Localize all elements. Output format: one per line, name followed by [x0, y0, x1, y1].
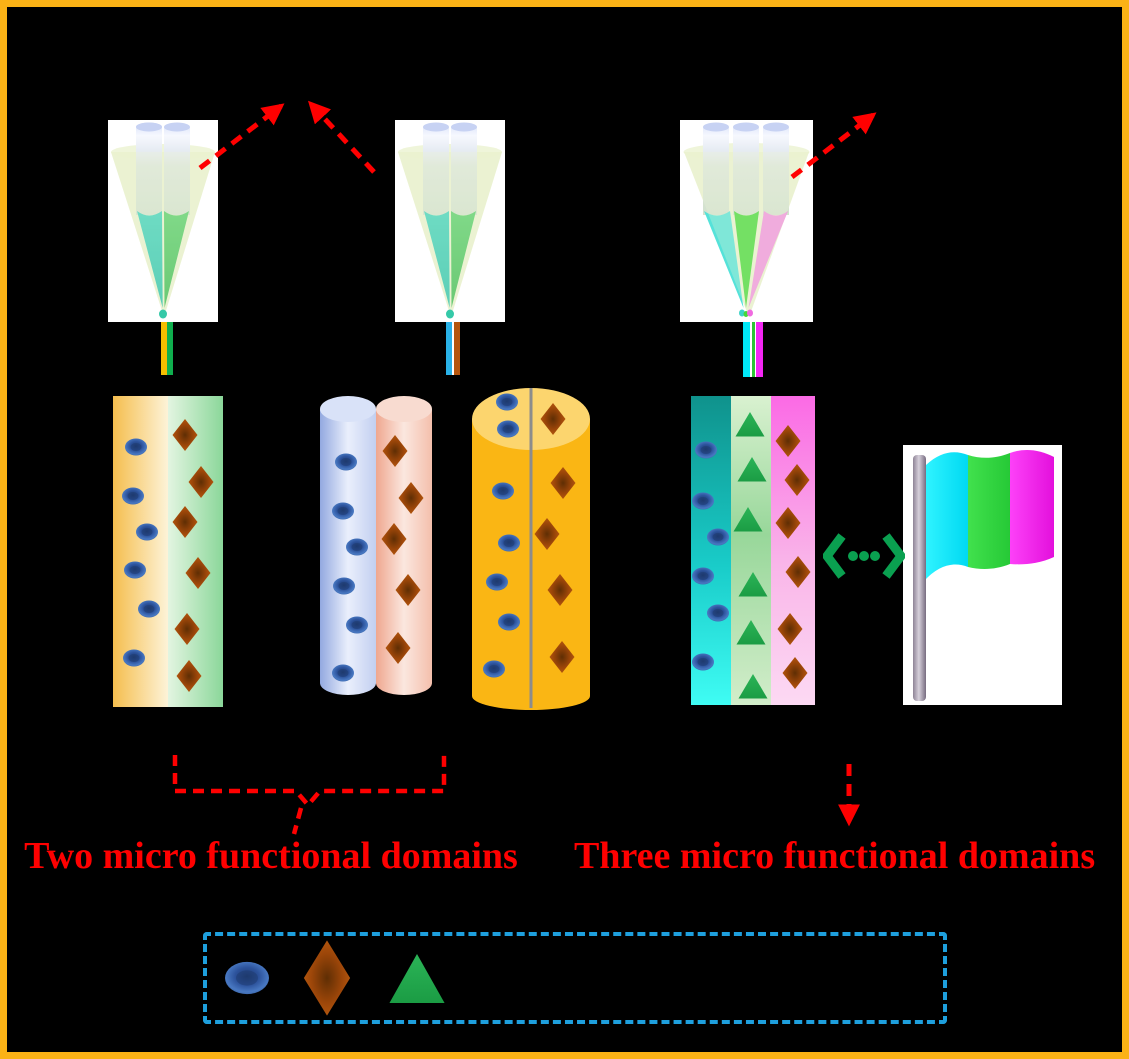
spinneret-panel-3	[680, 120, 813, 322]
tricolor-flag-icon	[913, 449, 1054, 701]
jet3-gap-2	[755, 322, 756, 377]
red-dashed-brace-tail	[291, 807, 304, 835]
jet3-gap-1	[750, 322, 752, 377]
brown-diamond-symbol	[303, 940, 351, 1016]
blue-ellipse-icon	[707, 604, 729, 622]
jet3-green-stripe	[752, 322, 755, 377]
blue-ellipse-icon	[124, 561, 146, 579]
jet1-green-stripe	[167, 322, 173, 375]
green-triangle-symbol	[389, 954, 445, 1003]
triple-channel-spinneret-icon	[683, 122, 810, 317]
fiber3-divider-line	[529, 388, 533, 708]
blue-ellipse-icon	[332, 502, 354, 520]
blue-ellipse-icon	[483, 660, 505, 678]
jet1-gold-stripe	[161, 322, 167, 375]
blue-ellipse-icon	[492, 482, 514, 500]
twin-cylinder-fiber-graphic	[320, 396, 432, 695]
blue-ellipse-icon	[335, 453, 357, 471]
blue-ellipse-icon	[707, 528, 729, 546]
janus-fiber-graphic	[113, 396, 223, 707]
blue-ellipse-icon	[695, 441, 717, 459]
three-stripe-fiber-graphic	[691, 396, 815, 705]
jet-stripe-2	[446, 322, 460, 375]
blue-ellipse-icon	[692, 567, 714, 585]
blue-ellipse-icon	[346, 538, 368, 556]
jet2-blue-stripe	[446, 322, 452, 375]
jet2-brown-stripe	[454, 322, 460, 375]
jet-stripe-3	[743, 322, 763, 377]
blue-ellipse-icon	[498, 534, 520, 552]
blue-ellipse-icon	[125, 438, 147, 456]
red-dashed-arrow-middle	[308, 100, 376, 174]
blue-ellipse-icon	[692, 492, 714, 510]
blue-ellipse-icon	[138, 600, 160, 618]
blue-ellipse-icon	[136, 523, 158, 541]
blue-ellipse-icon	[333, 577, 355, 595]
blue-ellipse-icon	[123, 649, 145, 667]
caption-three-domains: Three micro functional domains	[574, 835, 1096, 877]
jet3-magenta-stripe	[756, 322, 763, 377]
blue-ellipse-icon	[692, 653, 714, 671]
jet3-cyan-stripe	[743, 322, 750, 377]
blue-ellipse-icon	[332, 664, 354, 682]
legend-symbols	[225, 940, 445, 1016]
dual-channel-spinneret-icon	[111, 122, 215, 319]
blue-ellipse-icon	[497, 420, 519, 438]
jet-stripe-1	[161, 322, 173, 375]
blue-ellipse-icon	[496, 393, 518, 411]
blue-ellipse-icon	[346, 616, 368, 634]
blue-ellipse-icon	[486, 573, 508, 591]
two-compartment-cylinder-fiber-graphic	[472, 388, 590, 710]
legend-box	[203, 932, 947, 1024]
blue-ellipse-symbol	[225, 961, 269, 995]
spinneret-panel-1	[108, 120, 218, 322]
blue-ellipse-icon	[122, 487, 144, 505]
spinneret-panel-2	[395, 120, 505, 322]
blue-ellipse-icon	[498, 613, 520, 631]
flag-panel	[903, 445, 1062, 705]
equivalence-arrows-icon	[823, 533, 905, 579]
red-dashed-brace	[172, 755, 447, 809]
jet2-gap	[452, 322, 454, 375]
caption-two-domains: Two micro functional domains	[24, 835, 518, 877]
dual-channel-spinneret-icon	[398, 122, 502, 319]
